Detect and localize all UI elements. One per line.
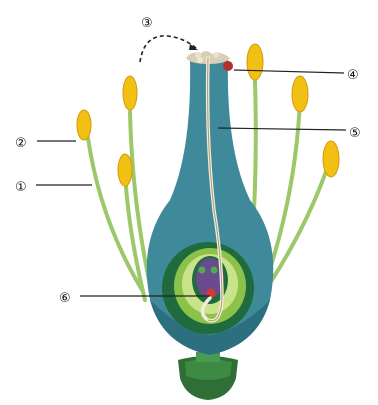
anther-2 xyxy=(123,76,137,110)
anther-1 xyxy=(77,110,91,140)
label-2: ② xyxy=(15,136,27,151)
label-1: ① xyxy=(15,180,27,195)
receptacle xyxy=(178,352,238,400)
polar-nuclei xyxy=(199,267,206,274)
label-5: ⑤ xyxy=(349,126,361,141)
anther-6 xyxy=(323,141,339,177)
filament-right-mid xyxy=(268,100,300,275)
label-4: ④ xyxy=(347,68,359,83)
filament-right-outer xyxy=(272,160,330,280)
filament-left-mid xyxy=(130,112,150,285)
label-3: ③ xyxy=(141,16,153,31)
anther-3 xyxy=(118,154,132,186)
anther-4 xyxy=(247,44,263,80)
label-6: ⑥ xyxy=(59,291,71,306)
anther-5 xyxy=(292,76,308,112)
